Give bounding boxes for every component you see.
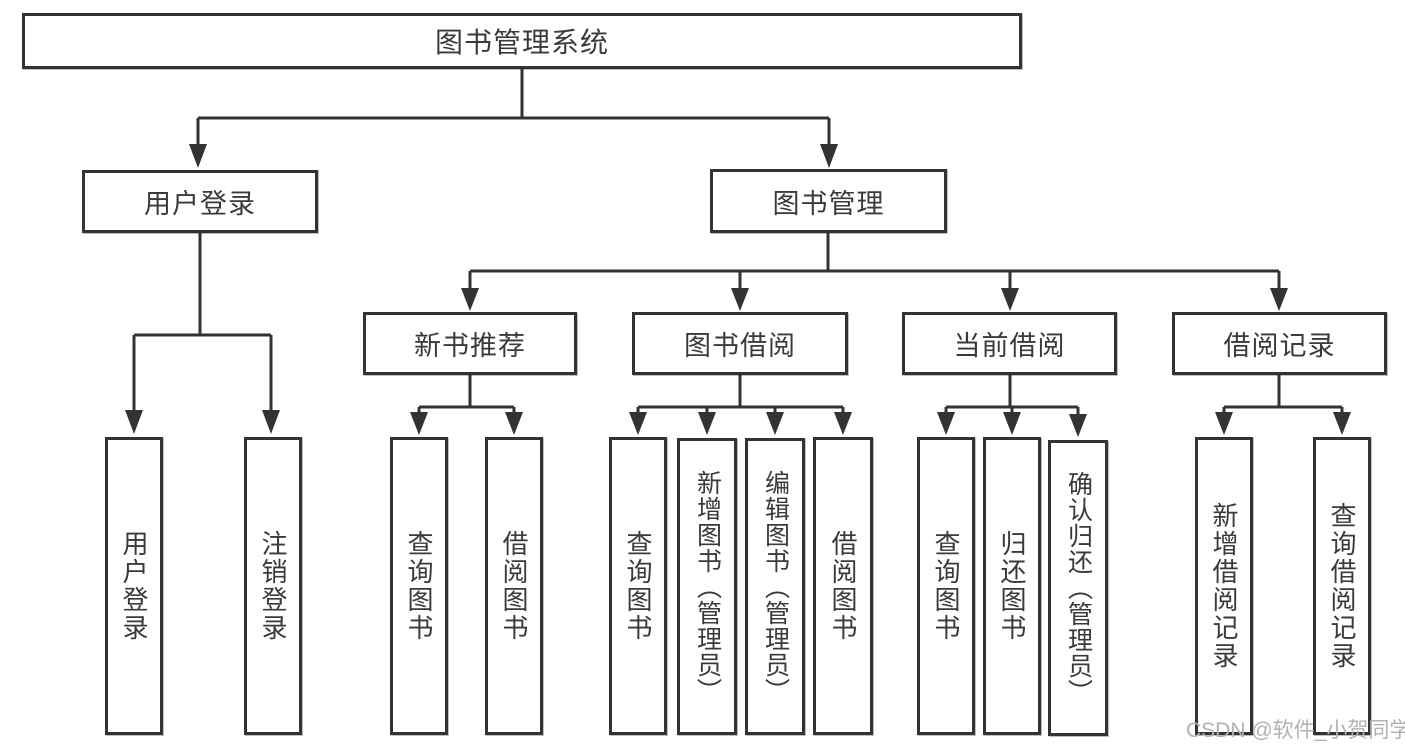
node-current-borrowing: 当前借阅 — [902, 312, 1117, 375]
leaf-logout: 注销登录 — [244, 437, 302, 735]
leaf-query-books-borrowing: 查询图书 — [609, 437, 667, 735]
connector-bookmgmt-to-level3 — [468, 233, 1281, 292]
node-label: 借阅图书 — [499, 530, 529, 642]
leaf-query-books-recommend: 查询图书 — [390, 437, 448, 735]
node-label: 图书借阅 — [684, 331, 796, 361]
node-label: 图书管理系统 — [434, 27, 609, 58]
node-label: 归还图书 — [997, 530, 1027, 642]
node-label: 查询图书 — [404, 530, 434, 642]
leaf-confirm-return-admin: 确认归还（管理员） — [1048, 440, 1108, 736]
node-label: 借阅图书 — [828, 530, 858, 642]
leaf-borrow-books-recommend: 借阅图书 — [485, 437, 543, 735]
leaf-query-books-current: 查询图书 — [917, 437, 975, 735]
node-book-borrowing: 图书借阅 — [632, 312, 848, 375]
node-book-management: 图书管理 — [710, 169, 947, 233]
csdn-watermark: CSDN @软件_小贺同学 — [1186, 719, 1405, 742]
connector-userlogin-to-children — [132, 233, 273, 414]
node-library-management-system: 图书管理系统 — [22, 13, 1022, 69]
node-label: 图书管理 — [772, 188, 885, 219]
leaf-add-books-admin: 新增图书（管理员） — [677, 438, 737, 735]
connector-records-to-children — [1222, 375, 1344, 416]
node-new-book-recommend: 新书推荐 — [363, 312, 577, 375]
node-label: 新增借阅记录 — [1209, 502, 1239, 670]
connector-current-to-children — [944, 375, 1080, 416]
node-label: 确认归还（管理员） — [1064, 471, 1093, 705]
leaf-borrow-books: 借阅图书 — [813, 437, 873, 735]
connector-borrowing-to-children — [636, 375, 845, 416]
node-user-login: 用户登录 — [82, 170, 318, 233]
node-label: 注销登录 — [258, 530, 288, 642]
node-label: 借阅记录 — [1223, 331, 1336, 361]
connector-newbooks-to-children — [417, 375, 516, 416]
arrowhead-icons — [125, 144, 1351, 437]
leaf-user-login: 用户登录 — [105, 437, 163, 735]
node-label: 新增图书（管理员） — [693, 469, 722, 704]
connector-root-to-level2 — [196, 68, 831, 148]
node-label: 查询图书 — [931, 530, 961, 642]
node-label: 查询图书 — [623, 530, 653, 642]
leaf-return-books: 归还图书 — [983, 437, 1041, 735]
node-label: 用户登录 — [119, 530, 149, 642]
node-borrow-records: 借阅记录 — [1172, 312, 1387, 375]
node-label: 查询借阅记录 — [1327, 502, 1357, 670]
leaf-query-borrow-record: 查询借阅记录 — [1313, 437, 1371, 735]
node-label: 用户登录 — [144, 189, 256, 219]
node-label: 编辑图书（管理员） — [761, 469, 790, 704]
node-label: 当前借阅 — [953, 331, 1066, 361]
leaf-add-borrow-record: 新增借阅记录 — [1195, 437, 1253, 735]
leaf-edit-books-admin: 编辑图书（管理员） — [745, 438, 805, 735]
node-label: 新书推荐 — [414, 331, 526, 361]
